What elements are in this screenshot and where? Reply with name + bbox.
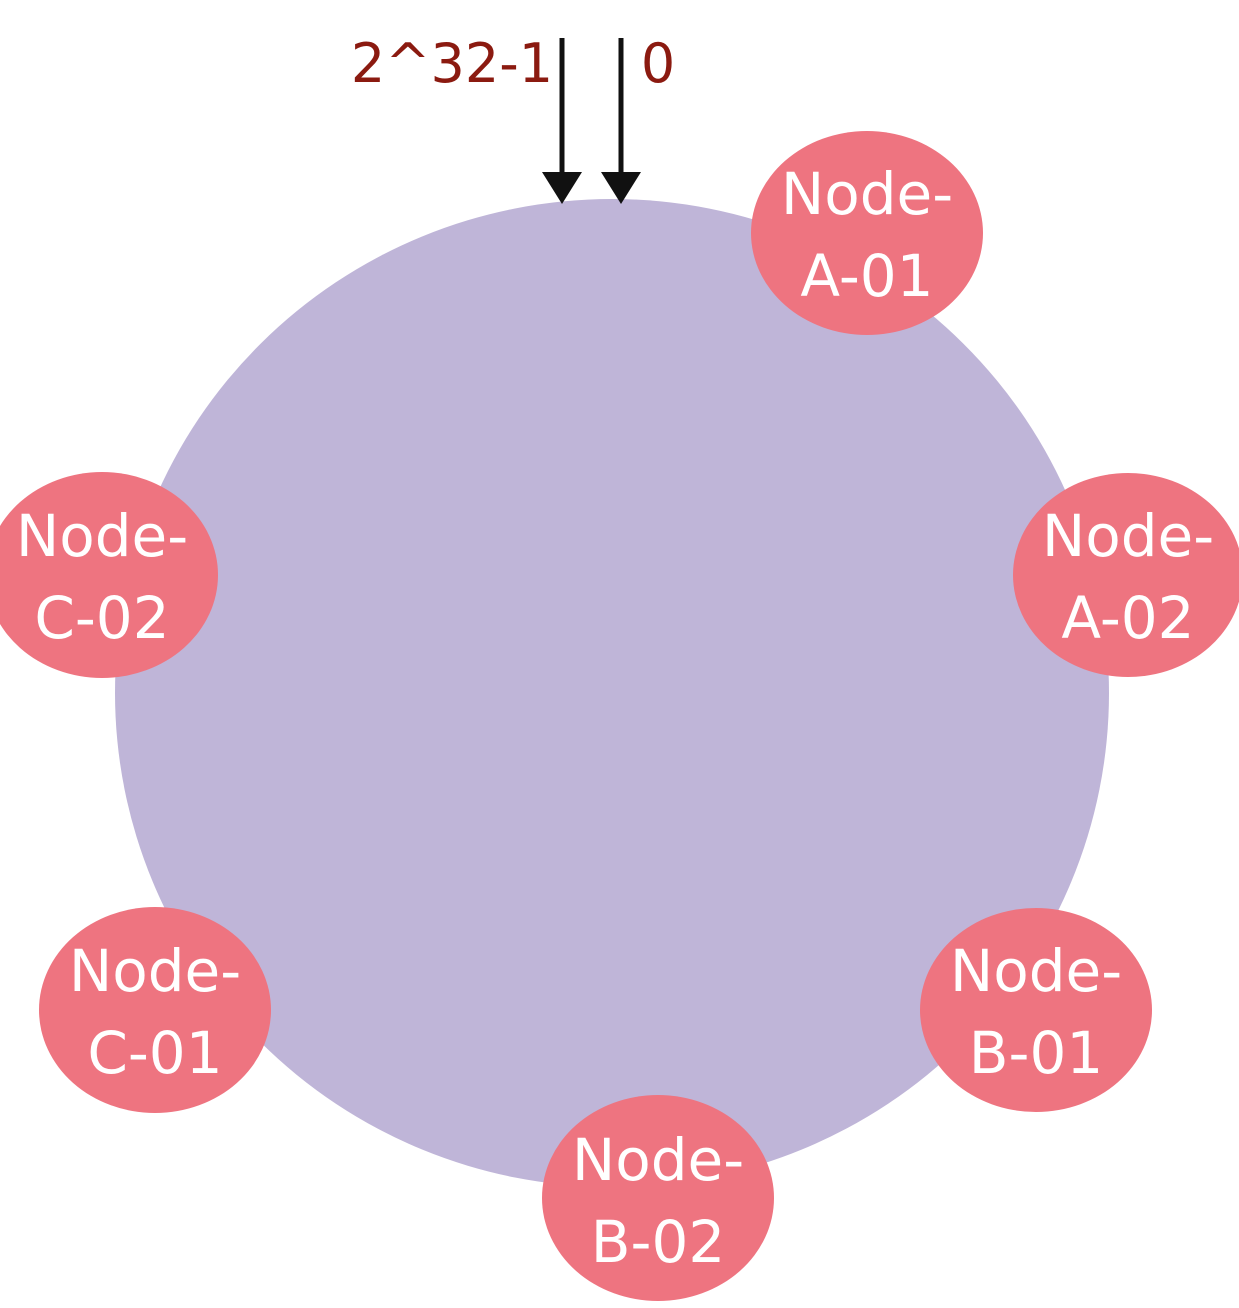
ring-start-marker: 0 [601,32,675,204]
node-b-02-label-line1: Node- [572,1126,744,1194]
node-c-01: Node- C-01 [39,907,271,1113]
node-c-01-label-line1: Node- [69,937,241,1005]
ring-end-label: 2^32-1 [351,32,553,95]
node-b-01-circle [920,908,1152,1112]
node-c-02-circle [0,472,218,678]
hash-ring [115,199,1109,1187]
node-b-01: Node- B-01 [920,908,1152,1112]
node-a-02-circle [1013,473,1239,677]
node-b-01-label-line2: B-01 [969,1019,1104,1087]
node-c-01-label-line2: C-01 [87,1019,222,1087]
ring-end-arrow-head [542,172,582,204]
node-b-02-label-line2: B-02 [591,1208,726,1276]
node-b-02: Node- B-02 [542,1095,774,1301]
node-a-01: Node- A-01 [751,131,983,335]
node-c-02-label-line2: C-02 [34,584,169,652]
node-b-02-circle [542,1095,774,1301]
ring-start-arrow-head [601,172,641,204]
ring-end-marker: 2^32-1 [351,32,582,204]
node-c-02-label-line1: Node- [16,502,188,570]
node-a-01-circle [751,131,983,335]
node-a-02-label-line1: Node- [1042,502,1214,570]
node-a-01-label-line2: A-01 [800,242,933,310]
node-b-01-label-line1: Node- [950,937,1122,1005]
node-c-01-circle [39,907,271,1113]
node-c-02: Node- C-02 [0,472,218,678]
node-a-01-label-line1: Node- [781,160,953,228]
node-a-02-label-line2: A-02 [1061,584,1194,652]
ring-start-label: 0 [641,32,675,95]
node-a-02: Node- A-02 [1013,473,1239,677]
